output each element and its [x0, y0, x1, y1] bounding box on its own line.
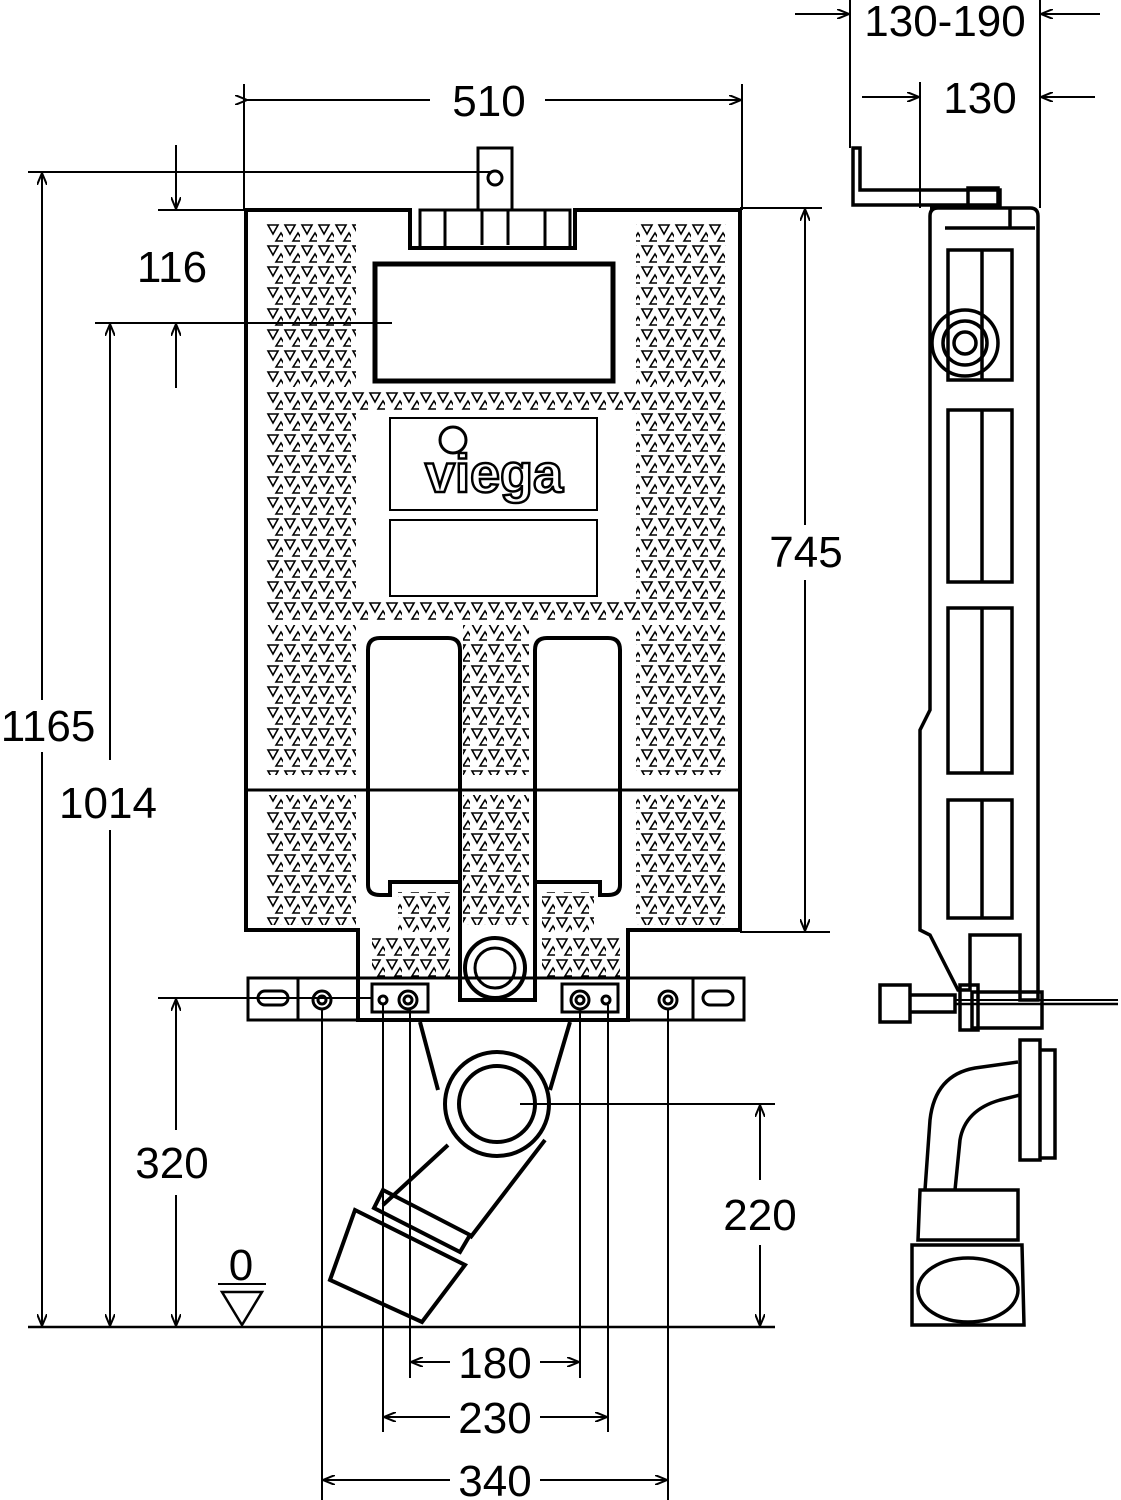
- dimension-labels: 510 130-190 130 116 1165 1014 745 320 22…: [1, 0, 1026, 1500]
- dim-bolt-outer: 340: [458, 1457, 531, 1500]
- dim-datum: 0: [229, 1241, 253, 1290]
- front-view: viega: [244, 146, 746, 1325]
- dim-frame-height: 745: [769, 528, 842, 577]
- top-connector: [418, 146, 572, 250]
- dim-drain-height: 220: [723, 1191, 796, 1240]
- dim-width-top: 510: [452, 77, 525, 126]
- logo-text: viega: [425, 444, 564, 504]
- label-plate: [389, 519, 598, 597]
- dim-side-depth: 130: [943, 74, 1016, 123]
- dim-frame-to-top: 116: [137, 243, 207, 292]
- mounting-bracket: [246, 976, 746, 1022]
- drain-opening: [463, 936, 527, 1000]
- side-view: [851, 146, 1118, 1327]
- logo-plate: [389, 417, 598, 511]
- datum-triangle: [219, 1290, 265, 1328]
- mounting-bolts: [311, 989, 679, 1011]
- side-bracket: [851, 146, 1002, 207]
- texture-panels: [266, 222, 726, 977]
- dim-total-height: 1165: [1, 702, 96, 751]
- dim-mount-height: 1014: [59, 779, 157, 828]
- frame-slots: [246, 636, 740, 1002]
- inspection-opening: [372, 261, 616, 384]
- dim-side-range: 130-190: [864, 0, 1025, 46]
- dim-bolt-mid: 230: [458, 1394, 531, 1443]
- dimension-lines: [28, 0, 1100, 1500]
- drain-elbow: [327, 1021, 572, 1325]
- dim-bolt-inner: 180: [458, 1339, 531, 1388]
- frame-outline: [244, 208, 742, 1022]
- side-adjuster: [878, 983, 957, 1024]
- dim-bracket-height: 320: [135, 1139, 208, 1188]
- logo-dot: [438, 425, 468, 455]
- side-frame: [918, 206, 1040, 1002]
- side-elbow: [923, 1060, 1021, 1191]
